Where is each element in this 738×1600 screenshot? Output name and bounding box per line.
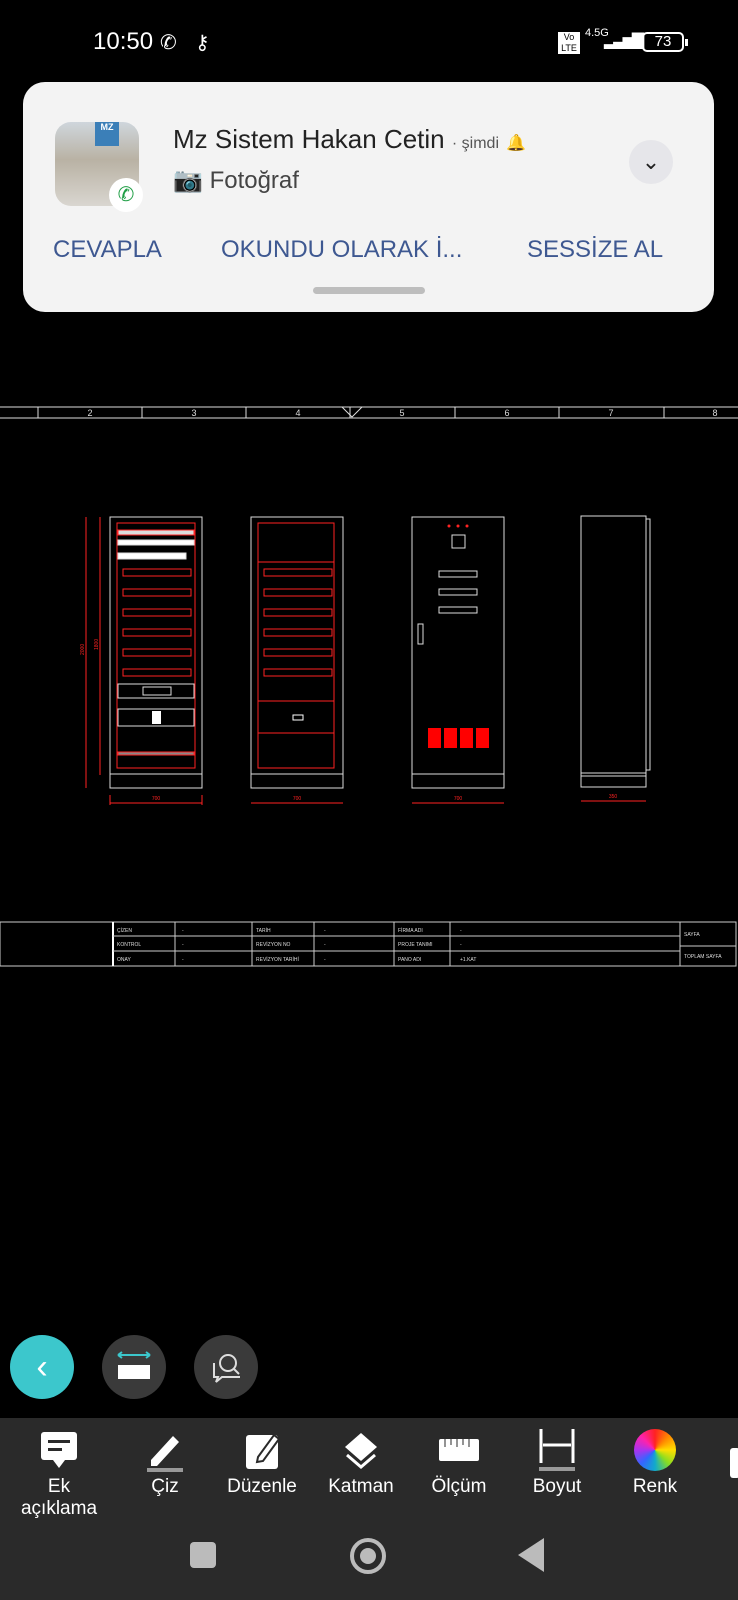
whatsapp-icon: ✆ — [109, 178, 143, 212]
cabinet-side-view: 350 — [580, 515, 651, 802]
chevron-left-icon: ‹ — [36, 1347, 48, 1386]
dimension-icon — [539, 1429, 575, 1471]
home-button[interactable] — [350, 1538, 386, 1574]
back-button[interactable]: ‹ — [10, 1335, 74, 1399]
color-wheel-icon — [634, 1429, 676, 1471]
tb-label: FİRMA ADI — [398, 927, 423, 934]
dimension-label: 1800 — [94, 639, 100, 650]
tb-label: PROJE TANIMI — [398, 942, 433, 948]
edit-icon — [246, 1433, 281, 1469]
recents-button[interactable] — [190, 1542, 216, 1568]
expand-button[interactable]: ⌄ — [629, 140, 673, 184]
whatsapp-notification[interactable]: MZ ✆ Mz Sistem Hakan Cetin · şimdi 🔔 📷 F… — [23, 82, 714, 312]
cabinet-mounting-plate: 700 — [250, 516, 344, 804]
pencil-icon — [147, 1436, 183, 1472]
tb-value: - — [460, 942, 462, 948]
ruler-label: 7 — [608, 408, 613, 418]
battery-level: 73 — [642, 32, 688, 52]
mute-button[interactable]: SESSİZE AL — [527, 236, 664, 263]
bell-icon: 🔔 — [506, 135, 527, 152]
tb-value: - — [182, 957, 184, 963]
dimension-label: 700 — [152, 796, 161, 802]
dimension-label: 350 — [609, 794, 618, 800]
tool-label: Katman — [328, 1476, 394, 1497]
notification-message: 📷 Fotoğraf — [173, 166, 299, 195]
sender-name: Mz Sistem Hakan Cetin — [173, 124, 445, 154]
notification-time: · şimdi — [451, 135, 499, 152]
avatar-logo: MZ — [95, 122, 119, 146]
notification-title: Mz Sistem Hakan Cetin · şimdi 🔔 — [173, 124, 526, 155]
tool-layer[interactable]: Katman — [316, 1428, 406, 1498]
signal-icon: ▂▃▅▇ — [604, 32, 644, 49]
tool-label: Düzenle — [227, 1476, 297, 1497]
clock: 10:50 — [93, 28, 154, 55]
tool-measure[interactable]: Ölçüm — [414, 1428, 504, 1498]
ruler-measure-icon — [117, 1351, 151, 1379]
tb-label: TARİH — [256, 927, 271, 934]
tb-value: - — [182, 942, 184, 948]
comment-icon — [41, 1432, 77, 1468]
tool-edit[interactable]: Düzenle — [217, 1428, 307, 1498]
search-comment-icon — [213, 1354, 240, 1383]
drag-handle[interactable] — [313, 287, 425, 294]
ruler-label: 6 — [504, 408, 509, 418]
home-dot — [360, 1548, 376, 1564]
tb-value: - — [324, 957, 326, 963]
tb-label: PANO ADI — [398, 957, 421, 963]
camera-icon: 📷 — [173, 167, 203, 194]
status-bar: 10:50 ✆ ⚷ Vo LTE 4.5G ▂▃▅▇ 73 — [0, 26, 738, 60]
ruler-label: 3 — [191, 408, 196, 418]
reply-button[interactable]: CEVAPLA — [53, 236, 162, 263]
back-nav-button[interactable] — [518, 1538, 544, 1572]
tool-label: Boyut — [532, 1476, 582, 1497]
measure-button[interactable] — [102, 1335, 166, 1399]
layers-icon — [345, 1433, 377, 1469]
tool-label: Ölçüm — [431, 1476, 487, 1497]
cabinet-front-door: 700 — [411, 516, 505, 804]
tool-dimension[interactable]: Boyut — [512, 1428, 602, 1498]
search-annotation-button[interactable] — [194, 1335, 258, 1399]
tb-label: ONAY — [117, 957, 131, 963]
vpn-key-icon: ⚷ — [195, 32, 210, 54]
tb-label: ÇİZEN — [117, 927, 132, 934]
chevron-down-icon: ⌄ — [641, 149, 661, 174]
tb-value: - — [460, 928, 462, 934]
tb-label: REVİZYON NO — [256, 941, 291, 948]
tb-label: REVİZYON TARİHİ — [256, 956, 299, 963]
ruler-label: 4 — [295, 408, 300, 418]
tb-value: - — [324, 942, 326, 948]
dimension-label: 700 — [454, 796, 463, 802]
mark-read-button[interactable]: OKUNDU OLARAK İ... — [221, 236, 463, 263]
dimension-label: 2000 — [80, 644, 86, 655]
network-type: 4.5G — [585, 27, 609, 39]
ruler — [0, 406, 738, 419]
whatsapp-icon: ✆ — [160, 32, 177, 54]
tb-label: KONTROL — [117, 942, 141, 948]
ruler-label: 8 — [712, 408, 717, 418]
tb-total-pages: TOPLAM SAYFA — [684, 954, 722, 960]
ruler-icon — [439, 1439, 479, 1461]
tool-label: Çiz — [151, 1476, 179, 1497]
tb-value: +1.KAT — [460, 957, 476, 963]
tb-value: - — [324, 928, 326, 934]
title-block — [0, 921, 737, 967]
tool-draw[interactable]: Çiz — [120, 1428, 210, 1498]
tb-value: - — [182, 928, 184, 934]
tb-page: SAYFA — [684, 932, 700, 938]
ruler-label: 2 — [87, 408, 92, 418]
tool-color[interactable]: Renk — [610, 1428, 700, 1498]
volte-label: Vo LTE — [558, 32, 580, 54]
tool-annotation[interactable]: Ek açıklama — [14, 1428, 104, 1520]
tool-label: Ek açıklama — [20, 1476, 98, 1519]
tool-label: Renk — [632, 1476, 678, 1497]
cad-drawing[interactable]: 2 3 4 5 6 7 8 700 2000 1800 700 700 350 … — [0, 395, 738, 985]
more-tools-icon[interactable] — [730, 1448, 738, 1478]
dimension-label: 700 — [293, 796, 302, 802]
ruler-label: 5 — [399, 408, 404, 418]
cabinet-front-internal: 700 2000 1800 — [80, 516, 203, 805]
message-text: Fotoğraf — [209, 167, 299, 194]
